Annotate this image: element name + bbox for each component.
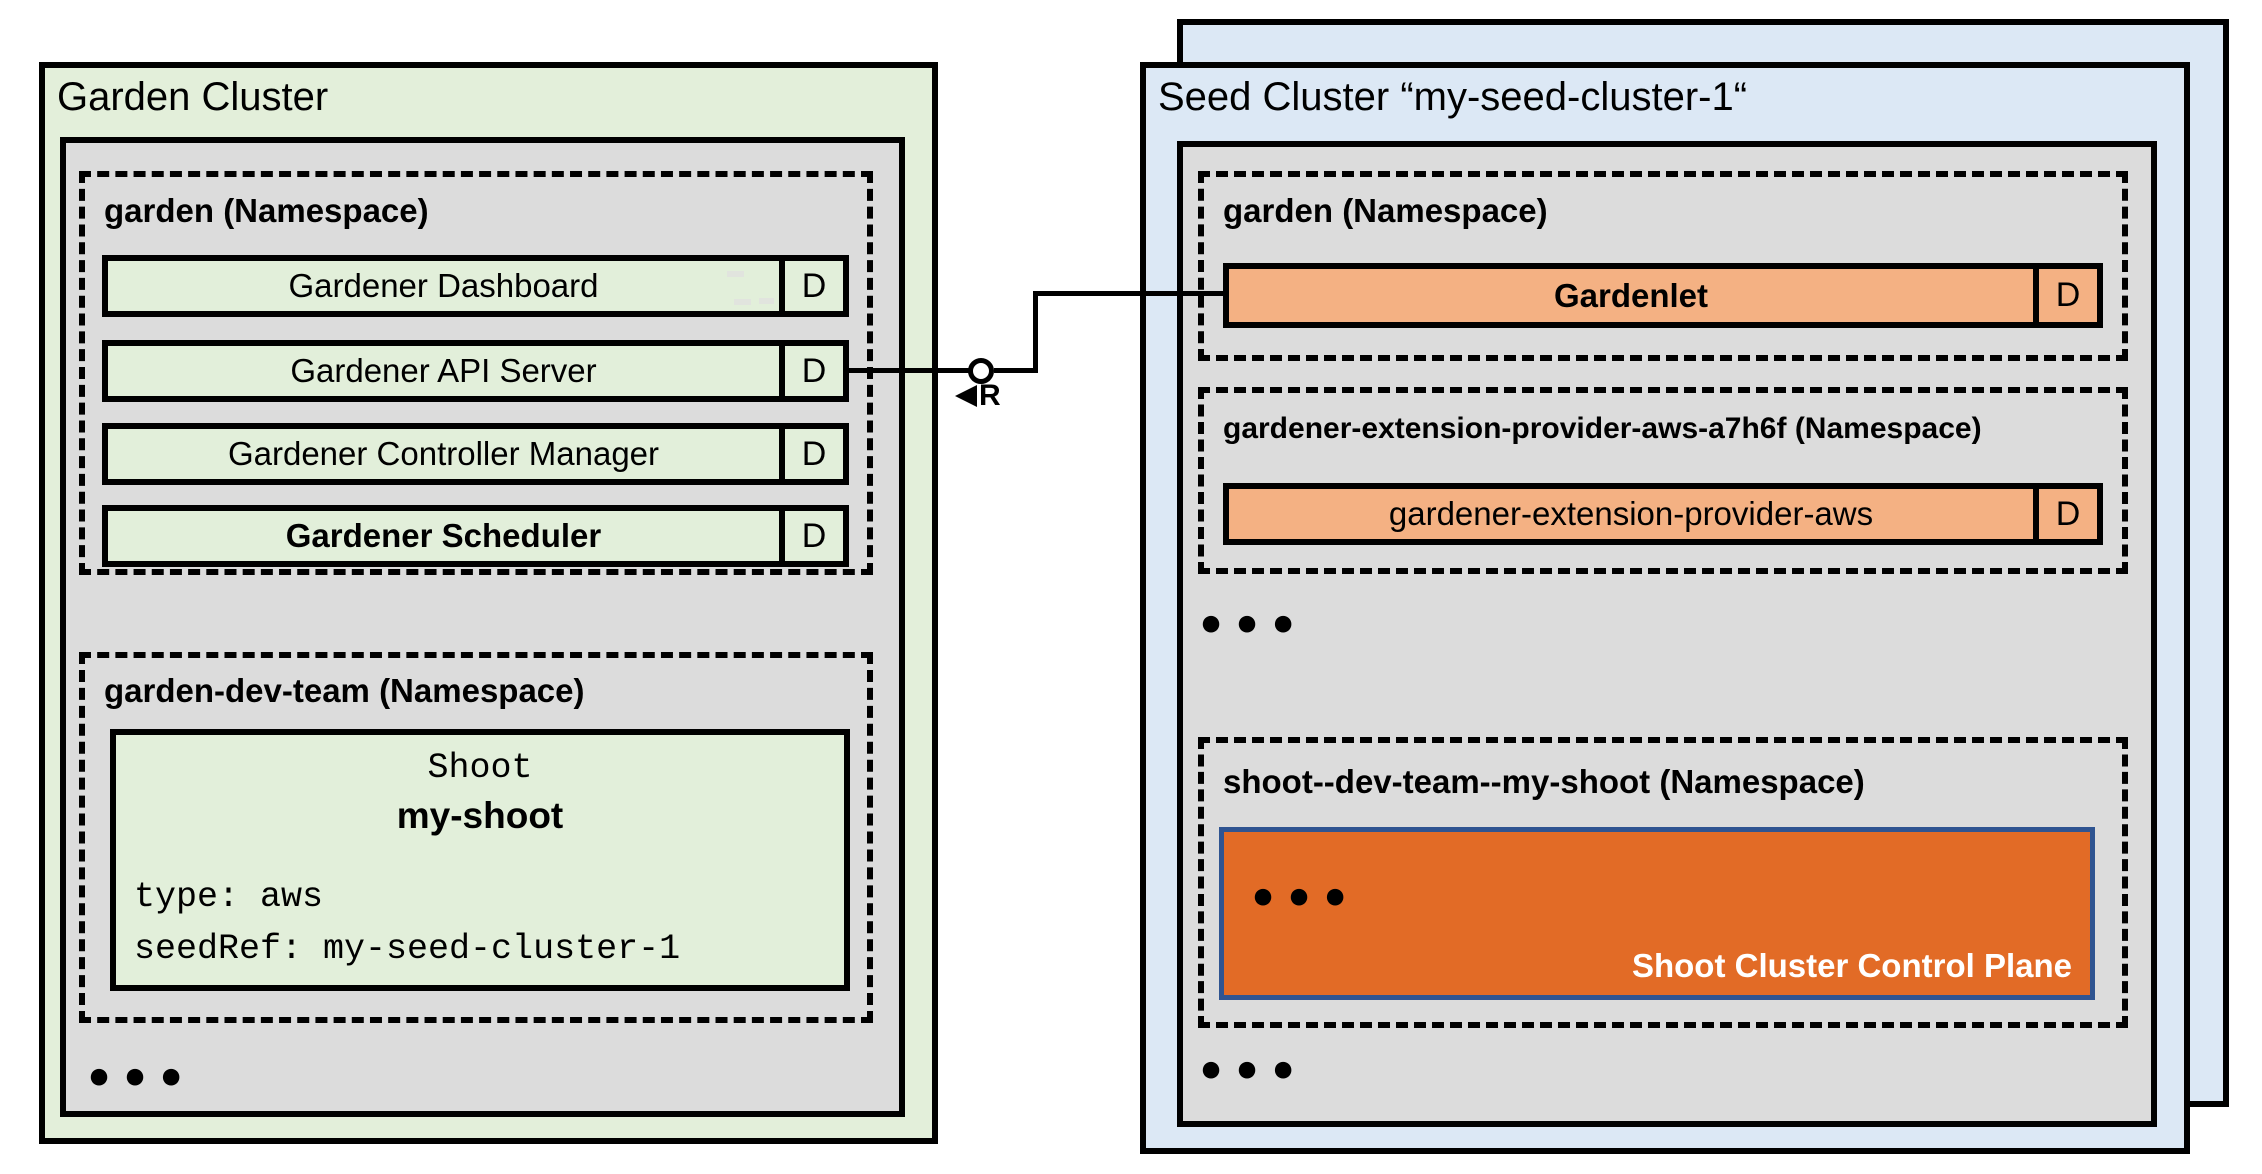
- shoot-control-plane-box: ••• Shoot Cluster Control Plane: [1219, 827, 2095, 1000]
- seed-garden-namespace-box: [1198, 171, 2128, 361]
- shoot-spec-seedref: seedRef: my-seed-cluster-1: [134, 929, 681, 969]
- shoot-resource-kind: Shoot: [427, 748, 533, 788]
- connector-segment-vertical: [1033, 291, 1038, 373]
- extension-namespace-label: gardener-extension-provider-aws-a7h6f (N…: [1223, 412, 1982, 445]
- shoot-spec-type: type: aws: [134, 877, 324, 917]
- extension-namespace-box: [1198, 387, 2128, 574]
- request-direction-arrow-icon: [955, 385, 977, 407]
- control-plane-label: Shoot Cluster Control Plane: [1631, 947, 2072, 984]
- seed-more-bottom-ellipsis: •••: [1196, 1045, 1305, 1100]
- gardener-api-server-deployment: Gardener API Server D: [102, 340, 849, 402]
- garden-more-ellipsis: •••: [84, 1052, 193, 1107]
- gardener-scheduler-label: Gardener Scheduler: [285, 517, 602, 554]
- connector-segment-left: [849, 368, 970, 373]
- garden-namespace-label: garden (Namespace): [104, 192, 429, 229]
- gardener-controller-manager-deployment: Gardener Controller Manager D: [102, 423, 849, 485]
- extension-deployment-label: gardener-extension-provider-aws: [1388, 495, 1874, 532]
- shoot-namespace-label: shoot--dev-team--my-shoot (Namespace): [1223, 763, 1865, 800]
- connector-segment-middle: [994, 368, 1037, 373]
- artifact-dash: [759, 298, 774, 304]
- gardenlet-deployment-label: Gardenlet: [1553, 276, 1709, 314]
- gardener-dashboard-label: Gardener Dashboard: [288, 267, 599, 304]
- gardener-api-server-badge: D: [779, 346, 843, 396]
- gardenlet-deployment: Gardenlet D: [1223, 263, 2103, 328]
- connector-segment-right: [1033, 291, 1223, 296]
- seed-garden-namespace-label: garden (Namespace): [1223, 192, 1548, 229]
- control-plane-ellipsis: •••: [1248, 872, 1357, 927]
- shoot-namespace-box: [1198, 737, 2128, 1028]
- extension-deployment: gardener-extension-provider-aws D: [1223, 483, 2103, 545]
- gardener-dashboard-deployment: Gardener Dashboard D: [102, 255, 849, 317]
- garden-dev-team-namespace-label: garden-dev-team (Namespace): [104, 672, 585, 709]
- shoot-resource-box: Shoot my-shoot type: aws seedRef: my-see…: [110, 729, 850, 991]
- connector-interface-circle: [968, 358, 994, 384]
- garden-cluster-title: Garden Cluster: [57, 75, 329, 119]
- gardenlet-deployment-badge: D: [2033, 269, 2097, 322]
- gardener-scheduler-badge: D: [779, 511, 843, 561]
- garden-dev-team-namespace-box: [79, 652, 873, 1023]
- artifact-dash: [727, 271, 744, 277]
- seed-cluster-title: Seed Cluster “my-seed-cluster-1“: [1158, 75, 1748, 119]
- connector-interface-label: R: [979, 379, 1001, 412]
- extension-deployment-badge: D: [2033, 489, 2097, 539]
- seed-more-namespaces-ellipsis: •••: [1196, 599, 1305, 654]
- shoot-resource-name: my-shoot: [396, 795, 564, 836]
- artifact-dash: [734, 299, 751, 305]
- gardener-dashboard-badge: D: [779, 261, 843, 311]
- gardener-scheduler-deployment: Gardener Scheduler D: [102, 505, 849, 567]
- gardener-controller-manager-badge: D: [779, 429, 843, 479]
- garden-namespace-box: [79, 171, 873, 575]
- gardener-api-server-label: Gardener API Server: [290, 352, 597, 389]
- gardener-controller-manager-label: Gardener Controller Manager: [227, 435, 660, 472]
